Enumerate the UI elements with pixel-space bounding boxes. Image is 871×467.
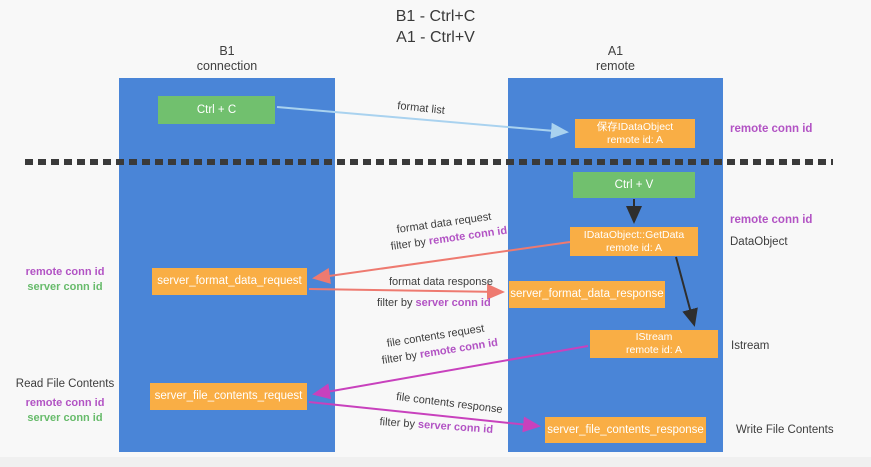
remote-conn-id-annotation-mid: remote conn id bbox=[730, 214, 813, 226]
server-conn-id-key: server conn id bbox=[417, 418, 494, 436]
column-header-b1: B1 connection bbox=[119, 44, 335, 74]
server-format-data-response-label: server_format_data_response bbox=[510, 288, 664, 300]
column-b1-name: B1 bbox=[219, 44, 235, 58]
server-format-data-response-node: server_format_data_response bbox=[509, 281, 665, 308]
server-conn-id-annotation-left: server conn id bbox=[27, 281, 103, 293]
left-bottom-annotation: Read File Contents remote conn id server… bbox=[10, 377, 120, 426]
server-conn-id-annotation-bottom: server conn id bbox=[27, 412, 103, 424]
column-a1-subtitle: remote bbox=[596, 59, 635, 73]
server-file-contents-response-label: server_file_contents_response bbox=[547, 423, 704, 436]
idataobject-getdata-node: IDataObject::GetData remote id: A bbox=[570, 227, 698, 256]
write-file-contents-annotation: Write File Contents bbox=[736, 424, 834, 436]
left-mid-annotation: remote conn id server conn id bbox=[10, 265, 120, 295]
filter-by-prefix: filter by bbox=[377, 297, 416, 309]
istream-node: IStream remote id: A bbox=[590, 330, 718, 358]
save-idataobject-line2: remote id: A bbox=[606, 133, 664, 146]
server-file-contents-request-label: server_file_contents_request bbox=[154, 390, 303, 402]
ctrl-c-label: Ctrl + C bbox=[196, 103, 237, 116]
server-format-data-request-label: server_format_data_request bbox=[157, 275, 302, 287]
save-idataobject-line1: 保存IDataObject bbox=[596, 120, 674, 133]
server-file-contents-response-node: server_file_contents_response bbox=[545, 417, 706, 443]
ctrl-c-node: Ctrl + C bbox=[158, 96, 275, 124]
column-b1-subtitle: connection bbox=[196, 59, 258, 73]
server-file-contents-request-node: server_file_contents_request bbox=[150, 383, 307, 410]
bottom-strip bbox=[0, 457, 871, 467]
remote-conn-id-annotation-left: remote conn id bbox=[25, 266, 105, 278]
remote-conn-id-annotation-bottom: remote conn id bbox=[25, 397, 105, 409]
format-data-response-filter-label: filter by server conn id bbox=[377, 297, 491, 309]
column-header-a1: A1 remote bbox=[508, 44, 723, 74]
server-format-data-request-node: server_format_data_request bbox=[152, 268, 307, 295]
format-data-response-label: format data response bbox=[389, 276, 493, 288]
format-data-response-arrow bbox=[308, 283, 505, 300]
filter-by-prefix: filter by bbox=[381, 348, 421, 367]
istream-line2: remote id: A bbox=[625, 344, 683, 356]
getdata-line2: remote id: A bbox=[605, 241, 663, 254]
file-contents-response-filter-label: filter by server conn id bbox=[379, 416, 493, 436]
title-line-1: B1 - Ctrl+C bbox=[395, 8, 476, 25]
column-a1-name: A1 bbox=[607, 44, 624, 58]
format-list-label: format list bbox=[396, 100, 446, 117]
save-idataobject-node: 保存IDataObject remote id: A bbox=[575, 119, 695, 148]
istream-annotation: Istream bbox=[731, 340, 770, 352]
istream-line1: IStream bbox=[635, 331, 673, 343]
filter-by-prefix: filter by bbox=[390, 235, 430, 253]
dataobject-annotation: DataObject bbox=[730, 236, 788, 248]
getdata-line1: IDataObject::GetData bbox=[583, 228, 685, 241]
diagram-title: B1 - Ctrl+C A1 - Ctrl+V bbox=[0, 6, 871, 48]
server-conn-id-key: server conn id bbox=[415, 297, 491, 309]
file-contents-response-label: file contents response bbox=[395, 391, 504, 416]
read-file-contents-label: Read File Contents bbox=[15, 378, 115, 390]
ctrl-v-node: Ctrl + V bbox=[573, 172, 695, 198]
remote-conn-id-annotation-top: remote conn id bbox=[730, 123, 813, 135]
title-line-2: A1 - Ctrl+V bbox=[396, 29, 475, 46]
filter-by-prefix: filter by bbox=[379, 416, 419, 431]
ctrl-v-label: Ctrl + V bbox=[614, 178, 654, 191]
